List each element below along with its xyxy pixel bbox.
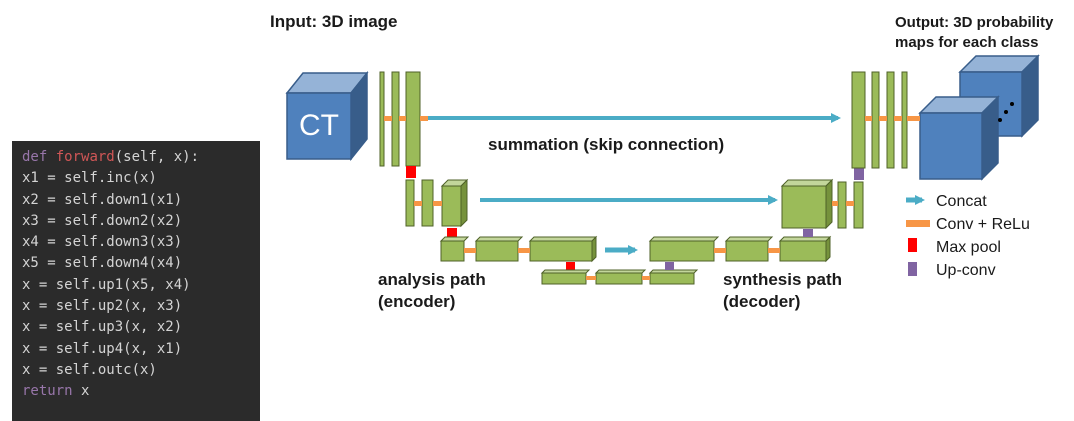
upconv-marker [665,262,674,270]
code-line: x = self.up1(x5, x4) [22,276,191,293]
code-line: x = self.up2(x, x3) [22,298,183,315]
legend-item-up-conv: Up-conv [908,262,996,279]
legend-item-conv-relu: Conv + ReLu [906,216,1030,233]
decoder-label: (decoder) [723,292,800,311]
legend-label: Up-conv [936,262,996,279]
code-line: x3 = self.down2(x2) [22,212,183,229]
code-signature-rest: (self, x): [114,149,200,165]
code-line: x4 = self.down3(x3) [22,234,183,251]
bottleneck [540,269,699,285]
legend-item-max-pool: Max pool [908,238,1001,256]
encoder-label: (encoder) [378,292,455,311]
legend: Concat Conv + ReLu Max pool Up-conv [906,193,1030,279]
code-line: x2 = self.down1(x1) [22,191,183,208]
ct-label: CT [299,109,339,142]
code-line: x = self.up4(x, x1) [22,340,183,357]
decoder-level2 [780,178,864,230]
unet-diagram: Input: 3D image Output: 3D probability m… [270,12,1054,311]
output-label-line2: maps for each class [895,34,1038,51]
skip-connection-label: summation (skip connection) [488,135,724,154]
legend-item-concat: Concat [906,193,987,210]
code-signature-line: def forward(self, x): [22,147,260,168]
code-line: x = self.outc(x) [22,361,157,378]
upconv-marker [854,168,864,180]
code-def-keyword: def [22,149,48,165]
square-icon [908,238,917,252]
input-label: Input: 3D image [270,12,398,31]
maxpool-marker [406,166,416,178]
code-panel: def forward(self, x): x1 = self.inc(x) x… [12,141,260,421]
synthesis-path-label: synthesis path [723,270,842,289]
legend-label: Concat [936,193,987,210]
upconv-marker [803,229,813,237]
output-cube-front [918,95,1000,181]
code-line: x = self.up3(x, x2) [22,319,183,336]
legend-label: Conv + ReLu [936,216,1030,233]
code-line: x1 = self.inc(x) [22,170,157,187]
decoder-level1 [851,71,920,169]
legend-label: Max pool [936,239,1001,256]
code-return-keyword: return [22,383,73,400]
ct-input-cube: CT [285,70,369,162]
encoder-level2 [405,178,469,228]
code-return-value: x [72,383,90,400]
code-line: x5 = self.down4(x4) [22,255,183,272]
encoder-level1 [379,71,428,167]
bar-icon [906,220,930,227]
maxpool-marker [447,228,457,237]
code-return-line: return x [22,381,260,402]
maxpool-marker [566,262,575,270]
decoder-level3 [648,235,832,263]
output-dots [998,102,1014,122]
square-icon [908,262,917,276]
code-function-name: forward [55,149,115,165]
encoder-level3 [439,235,598,263]
output-label-line1: Output: 3D probability [895,14,1054,31]
analysis-path-label: analysis path [378,270,486,289]
